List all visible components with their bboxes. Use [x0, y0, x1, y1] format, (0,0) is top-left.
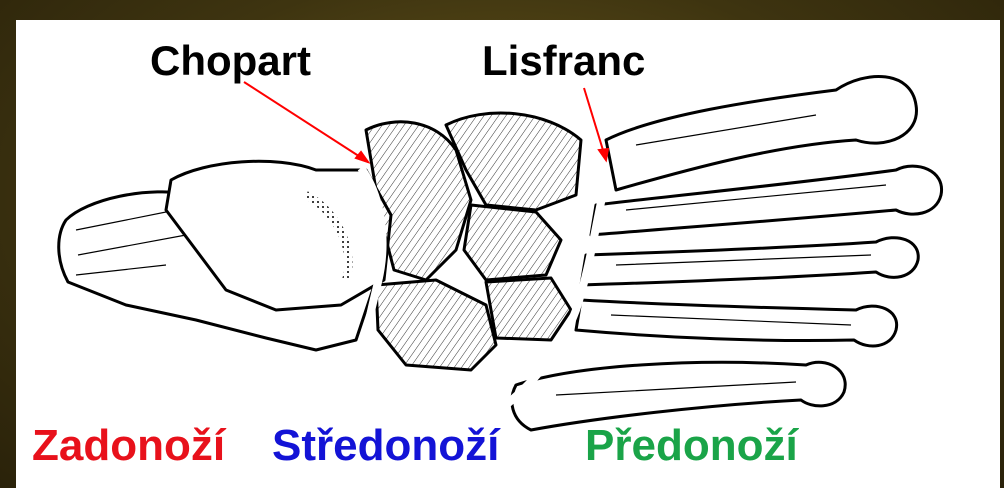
- hindfoot-label: Zadonoží: [32, 424, 225, 468]
- metatarsal-bone: [581, 238, 918, 285]
- cuneiform-bone: [464, 205, 561, 280]
- cuboid-bone: [376, 280, 496, 370]
- metatarsal-bone: [512, 362, 845, 430]
- chopart-label: Chopart: [150, 40, 311, 82]
- metatarsal-bone: [576, 300, 897, 346]
- foot-diagram: [16, 20, 1000, 488]
- foot-bones-illustration: [16, 20, 1000, 488]
- forefoot-label: Předonoží: [585, 424, 798, 468]
- chopart-arrow: [244, 82, 368, 162]
- lisfranc-label: Lisfranc: [482, 40, 645, 82]
- midfoot-label: Středonoží: [272, 424, 499, 468]
- cuneiform-bone: [486, 278, 571, 340]
